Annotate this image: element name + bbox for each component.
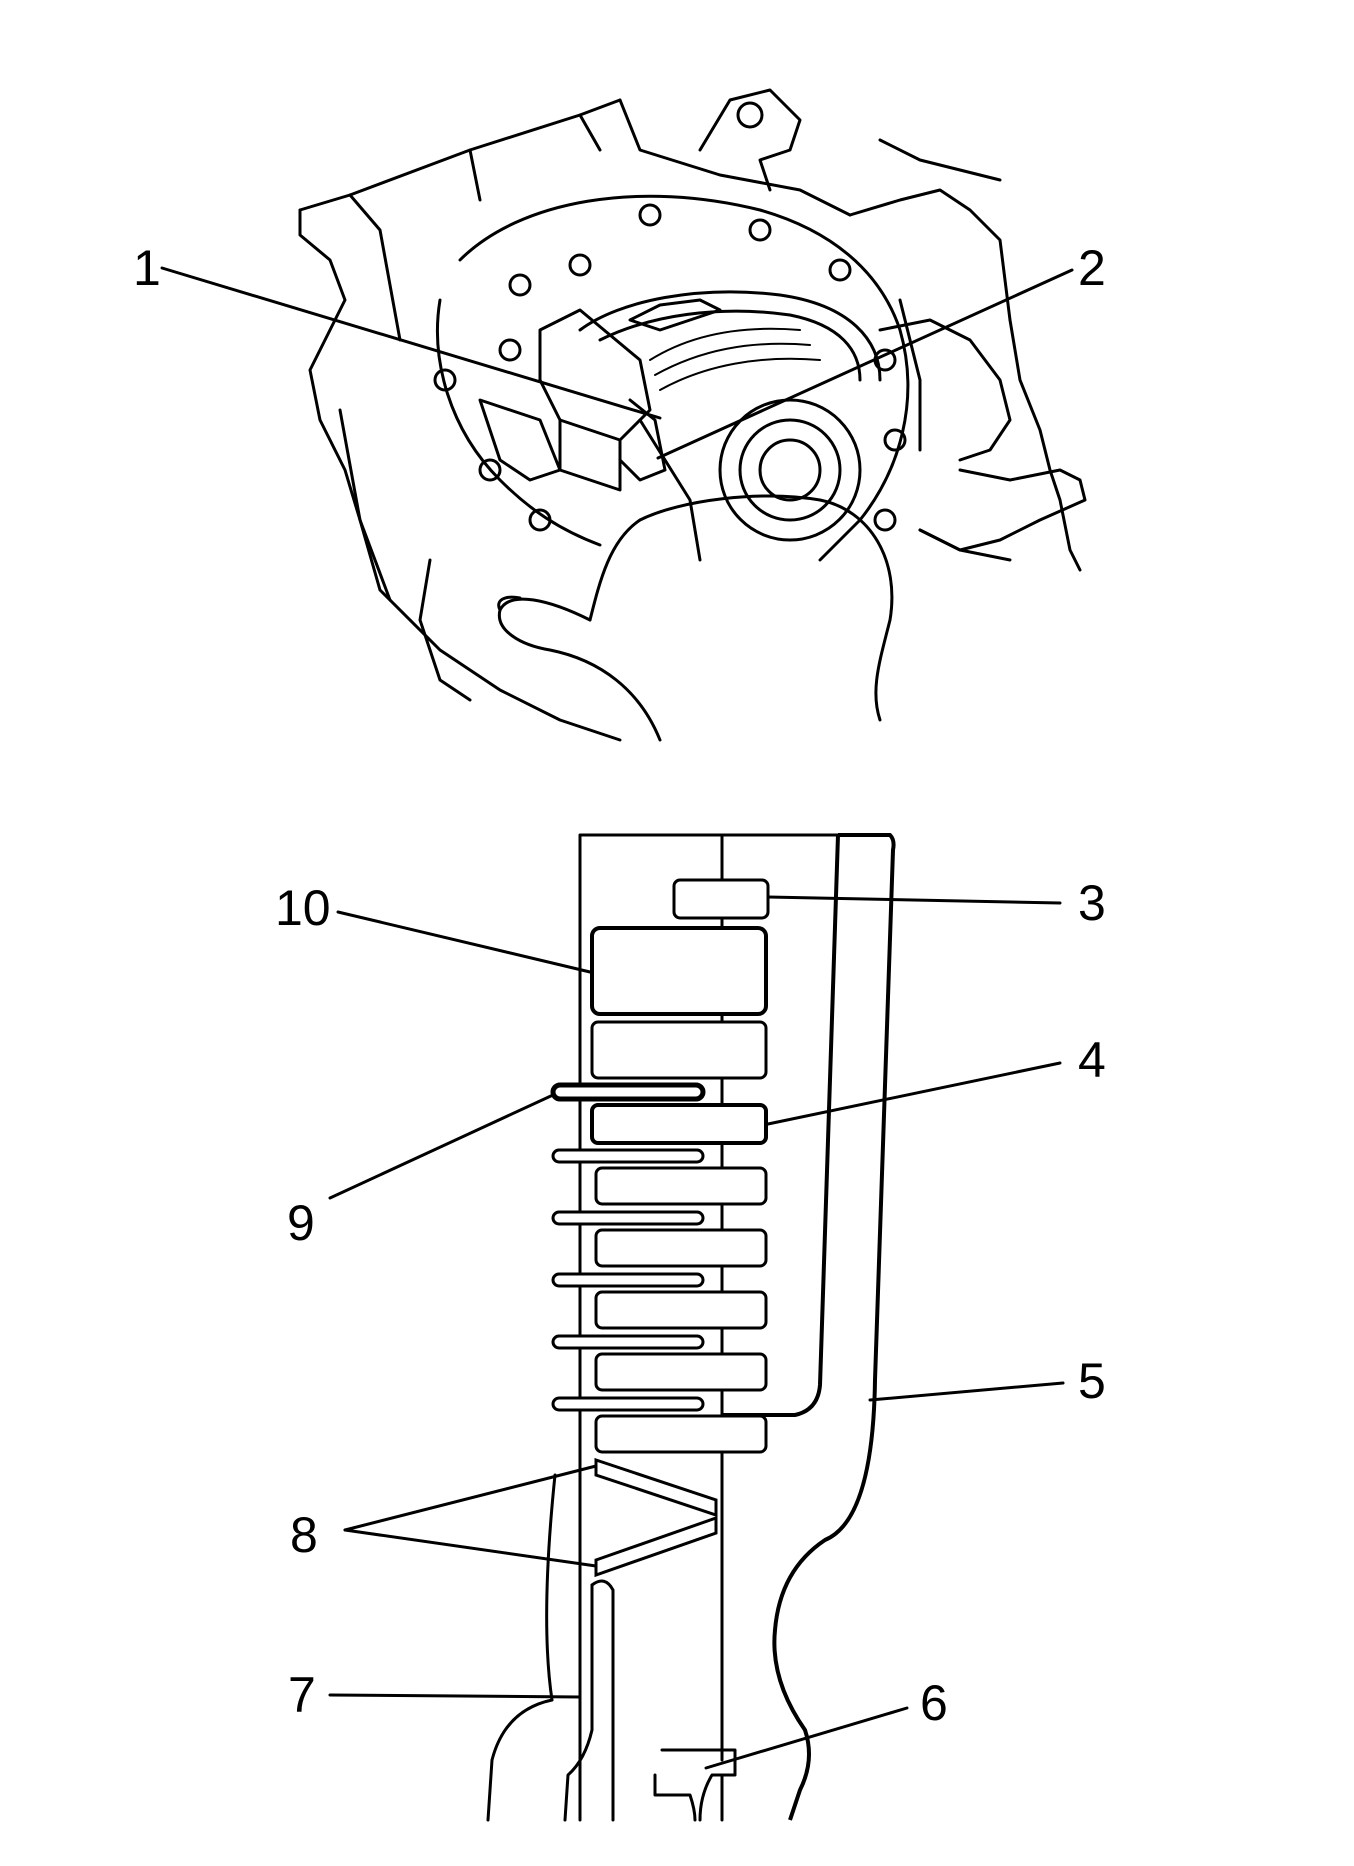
pressure-plate-3 bbox=[672, 878, 770, 920]
callout-labels: 1 2 3 10 4 9 5 8 7 6 bbox=[133, 240, 1106, 1731]
leader-line-10 bbox=[336, 910, 592, 974]
callout-1: 1 bbox=[133, 240, 161, 296]
steel-plate bbox=[551, 1148, 705, 1164]
leader-line-3 bbox=[766, 895, 1062, 905]
callout-10: 10 bbox=[275, 880, 331, 936]
friction-plate bbox=[594, 1166, 768, 1206]
leader-line-8b bbox=[343, 1528, 598, 1568]
clutch-plate-4 bbox=[590, 1103, 768, 1145]
leader-line-4 bbox=[766, 1061, 1062, 1126]
leader-line-5 bbox=[868, 1381, 1065, 1402]
callout-4: 4 bbox=[1078, 1032, 1106, 1088]
backing-plate-10 bbox=[590, 926, 768, 1016]
steel-plate bbox=[551, 1396, 705, 1412]
leader-line-6 bbox=[704, 1706, 909, 1770]
callout-6: 6 bbox=[920, 1675, 948, 1731]
callout-5: 5 bbox=[1078, 1353, 1106, 1409]
steel-plate bbox=[551, 1334, 705, 1350]
top-leader-lines bbox=[160, 266, 1074, 460]
snap-ring-9 bbox=[550, 1082, 706, 1102]
clutch-pack-cross-section bbox=[486, 833, 896, 1822]
wave-plate-8-lower bbox=[594, 1515, 718, 1578]
leader-line-8a bbox=[343, 1464, 598, 1532]
seal-6 bbox=[660, 1748, 737, 1822]
callout-9: 9 bbox=[287, 1195, 315, 1251]
leader-line-2 bbox=[656, 268, 1074, 460]
callout-8: 8 bbox=[290, 1507, 318, 1563]
steel-plate bbox=[551, 1272, 705, 1288]
callout-7: 7 bbox=[288, 1667, 316, 1723]
friction-plate bbox=[594, 1290, 768, 1330]
leader-line-1 bbox=[160, 266, 662, 420]
friction-plate bbox=[594, 1352, 768, 1392]
leader-line-9 bbox=[328, 1093, 555, 1200]
clutch-plate-upper bbox=[590, 1020, 768, 1080]
friction-plate bbox=[594, 1228, 768, 1268]
callout-2: 2 bbox=[1078, 240, 1106, 296]
friction-plate bbox=[594, 1414, 768, 1454]
steel-plate bbox=[551, 1210, 705, 1226]
wave-plate-8-upper bbox=[594, 1457, 718, 1518]
callout-3: 3 bbox=[1078, 875, 1106, 931]
transmission-case-illustration bbox=[298, 88, 1087, 742]
leader-line-7 bbox=[328, 1693, 582, 1699]
bottom-leader-lines bbox=[328, 895, 1065, 1770]
